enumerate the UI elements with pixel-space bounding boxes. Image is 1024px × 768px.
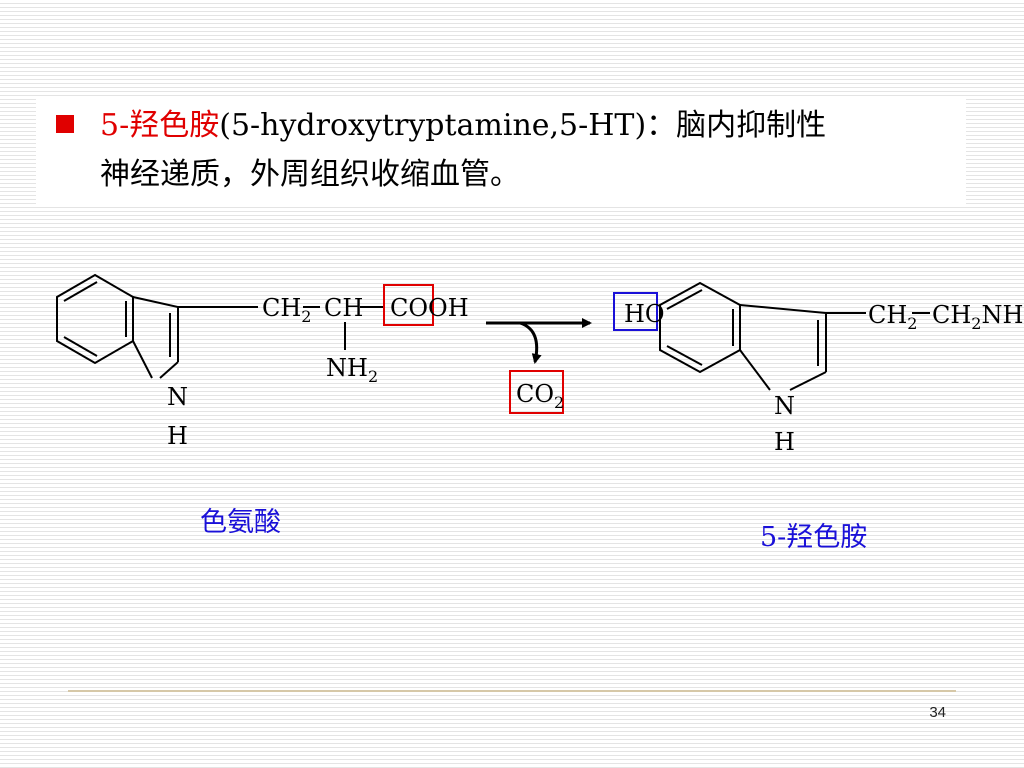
reaction-arrow [486,318,592,364]
inner-bond [63,281,98,302]
ring-bond [132,340,153,379]
serotonin-labels: HO CH2 CH2NH2 N H [624,300,1024,456]
n-label: N [167,383,188,411]
pyrrole-ring [739,304,827,372]
tryptophan-structure [56,273,434,379]
inner-bond [63,336,98,357]
ring-bond [739,349,771,391]
heading-line: 5-羟色胺(5-hydroxytryptamine,5-HT)：脑内抑制性 [100,106,826,146]
ch-label: CH [324,294,363,322]
serotonin-structure [613,281,930,391]
ho-label: HO [624,300,665,328]
ring-bond [159,361,179,379]
ch2-nh2-label: CH2NH2 [932,301,1024,333]
nh2-label: NH2 [326,354,378,386]
ring-bond [789,371,827,391]
heading-term: 5-羟色胺 [100,108,220,143]
tryptophan-name: 色氨酸 [200,507,281,538]
cooh-label: COOH [390,294,469,322]
heading-description: (5-hydroxytryptamine,5-HT)：脑内抑制性 [219,108,827,143]
ch2-label: CH2 [868,301,917,333]
serotonin-name: 5-羟色胺 [760,522,868,553]
carboxyl-highlight-box [383,284,434,326]
footer-divider [68,690,956,692]
page-number: 34 [929,704,946,721]
description-line: 神经递质，外周组织收缩血管。 [100,157,520,192]
hydroxyl-highlight-box [613,292,658,331]
n-label: N [774,392,795,420]
ch2-label: CH2 [262,294,311,326]
tryptophan-labels: CH2 CH COOH NH2 N H [167,294,469,450]
h-label: H [774,428,795,456]
benzene-ring [56,273,134,365]
decarboxylation-arrow [519,321,542,364]
text-box [36,96,966,204]
co2-label: CO2 [516,380,564,412]
benzene-ring [659,281,741,374]
inner-bond [666,289,703,310]
inner-bond [666,345,703,366]
bullet-square-icon [56,115,74,133]
h-label: H [167,422,188,450]
co2-highlight-box [509,370,564,414]
